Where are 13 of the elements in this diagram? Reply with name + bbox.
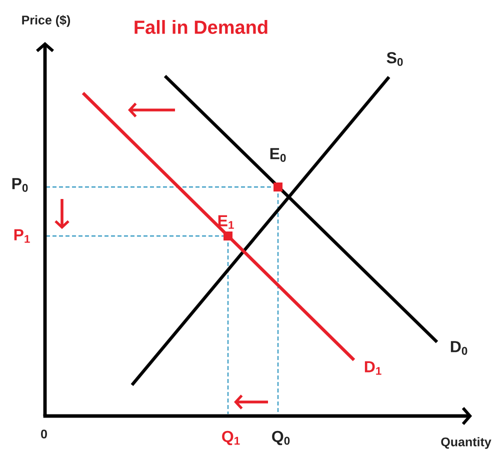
axis-label: Price ($) (22, 15, 70, 27)
tick-label: P$_{0}$ (12, 178, 28, 192)
chart-title: Fall in Demand (134, 20, 268, 34)
curve-label: S$_{0}$ (386, 52, 403, 66)
point-label: E$_{1}$ (218, 215, 234, 229)
axis-label: Quantity (441, 437, 492, 449)
tick-label: 0 (41, 430, 47, 438)
curve-label: D$_{0}$ (450, 341, 468, 355)
tick-label: Q$_{1}$ (222, 430, 240, 446)
tick-label: P$_{1}$ (14, 229, 30, 243)
tick-label: Q$_{0}$ (272, 430, 290, 446)
point-label: E$_{0}$ (270, 148, 286, 162)
curve-label: D$_{1}$ (364, 361, 382, 375)
